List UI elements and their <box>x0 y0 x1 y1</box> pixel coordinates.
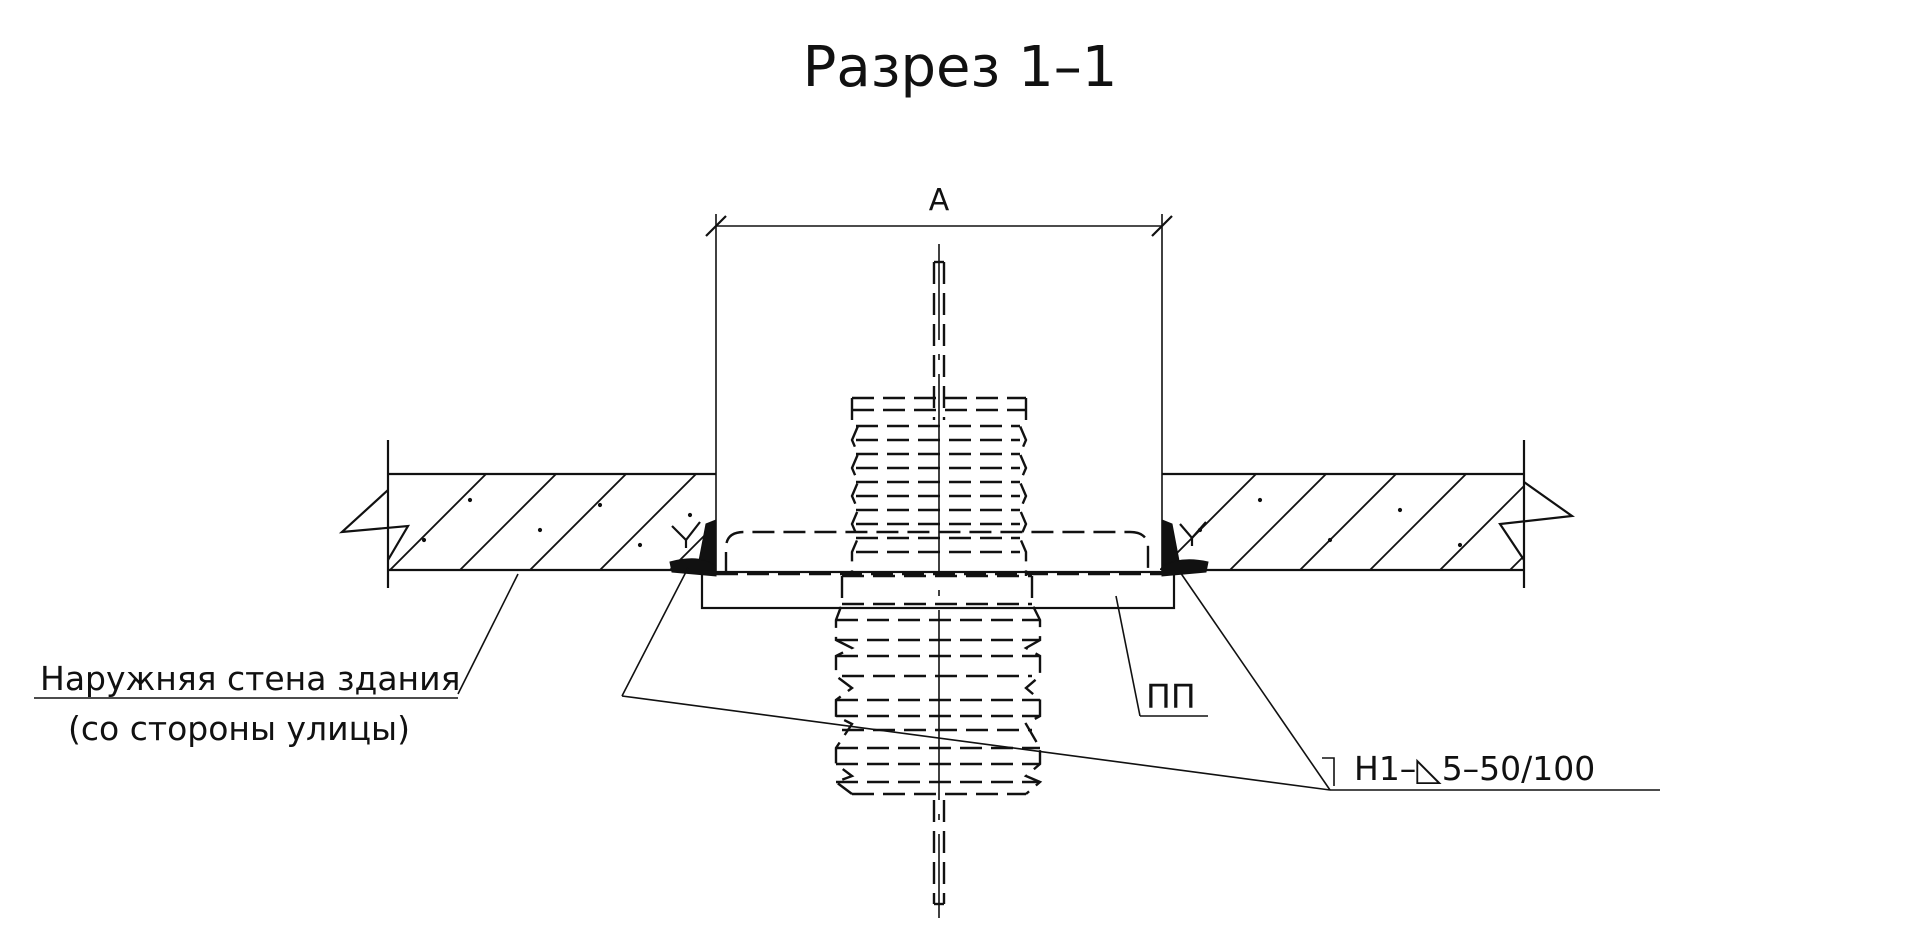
hidden-insulator <box>833 260 1043 906</box>
wall-right <box>1160 440 1575 588</box>
mounting-plate <box>700 570 1176 610</box>
wall-left <box>338 440 716 588</box>
pp-leader: ПП <box>1115 595 1208 717</box>
dimension-a-label: A <box>929 183 950 218</box>
wall-label-line2: (со стороны улицы) <box>68 709 410 748</box>
wall-leader: Наружняя стена здания (со стороны улицы) <box>34 573 519 748</box>
hidden-flange <box>716 530 1170 576</box>
pp-label: ПП <box>1146 677 1196 716</box>
weld-leader: Н1–◺5–50/100 <box>621 567 1660 791</box>
weld-label: Н1–◺5–50/100 <box>1354 749 1595 788</box>
dimension-a: A <box>705 183 1173 574</box>
drawing-title: Разрез 1–1 <box>803 35 1118 100</box>
wall-label-line1: Наружняя стена здания <box>40 659 460 698</box>
